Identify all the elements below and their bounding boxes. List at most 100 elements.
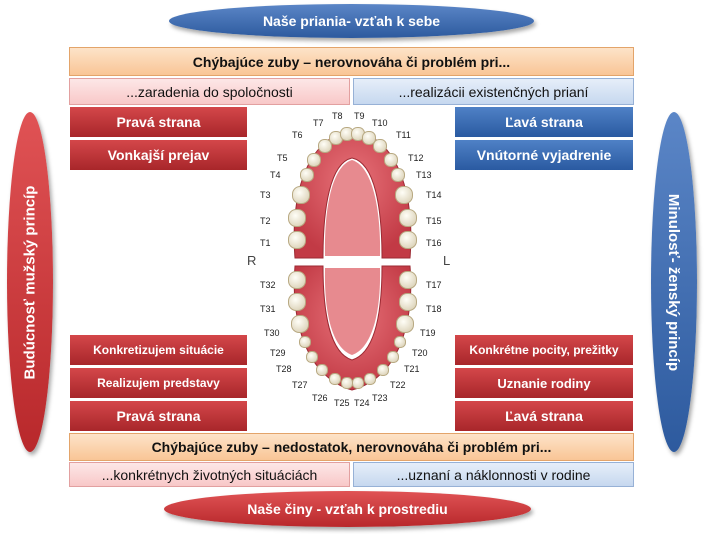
tooth-label-t19: T19 [420,328,436,338]
lower-left-box-3-label: Pravá strana [116,408,201,424]
lower-right-box-1: Konkrétne pocity, prežitky [454,334,634,366]
tooth-t2 [288,209,306,227]
bottom-left-subbar-label: ...konkrétnych životných situáciách [101,466,318,483]
tooth-label-t12: T12 [408,153,424,163]
tooth-t5 [307,153,321,167]
tooth-label-t4: T4 [270,170,281,180]
tooth-label-t28: T28 [276,364,292,374]
tooth-label-t31: T31 [260,304,276,314]
tooth-t30 [291,315,309,333]
top-oval: Naše priania- vzťah k sebe [169,4,534,38]
bottom-oval-label: Naše činy - vzťah k prostrediu [247,501,448,517]
side-label-right-of-patient: R [247,253,257,268]
lower-right-box-3: Ľavá strana [454,400,634,432]
top-bar-label: Chýbajúce zuby – nerovnováha či problém … [192,53,511,70]
upper-palate [324,160,381,256]
tooth-label-t17: T17 [426,280,442,290]
right-oval-label: Minulosť- ženský princíp [665,193,683,371]
lower-left-box-2: Realizujem predstavy [69,367,248,399]
bottom-bar: Chýbajúce zuby – nedostatok, nerovnováha… [69,433,634,461]
right-oval: Minulosť- ženský princíp [651,112,697,452]
tooth-label-t3: T3 [260,190,271,200]
tooth-t22 [377,364,389,376]
tooth-label-t6: T6 [292,130,303,140]
tooth-t14 [395,186,413,204]
tooth-t29 [299,336,311,348]
tooth-label-t18: T18 [426,304,442,314]
tooth-t12 [384,153,398,167]
tooth-label-t29: T29 [270,348,286,358]
tooth-label-t27: T27 [292,380,308,390]
tooth-t10 [362,131,376,145]
tooth-t24 [352,377,364,389]
tooth-label-t30: T30 [264,328,280,338]
lower-right-box-1-label: Konkrétne pocity, prežitky [469,343,619,357]
tooth-t13 [391,168,405,182]
left-oval: Budúcnosť mužský princíp [7,112,53,452]
tooth-t16 [399,231,417,249]
top-right-subbar-label: ...realizácii existenčných prianí [398,83,589,100]
lower-left-box-2-label: Realizujem predstavy [97,376,220,390]
tooth-label-t32: T32 [260,280,276,290]
upper-left-box-1-label: Pravá strana [116,114,201,130]
left-oval-label: Budúcnosť mužský princíp [21,185,39,379]
tooth-label-t22: T22 [390,380,406,390]
tooth-t3 [292,186,310,204]
tooth-t4 [300,168,314,182]
side-label-left-of-patient: L [443,253,451,268]
tooth-t20 [394,336,406,348]
tooth-label-t16: T16 [426,238,442,248]
tooth-label-t25: T25 [334,398,350,408]
top-right-subbar: ...realizácii existenčných prianí [353,78,634,105]
dental-arches [293,129,412,391]
tooth-label-t15: T15 [426,216,442,226]
lower-left-box-3: Pravá strana [69,400,248,432]
tooth-t11 [373,139,387,153]
tooth-label-t23: T23 [372,393,388,403]
tooth-label-t14: T14 [426,190,442,200]
bottom-right-subbar-label: ...uznaní a náklonnosti v rodine [396,466,591,483]
top-left-subbar: ...zaradenia do spoločnosti [69,78,350,105]
lower-right-box-3-label: Ľavá strana [505,408,583,424]
tooth-t31 [288,293,306,311]
tooth-label-t26: T26 [312,393,328,403]
tooth-t21 [387,351,399,363]
tooth-t23 [364,373,376,385]
upper-left-box-2: Vonkajší prejav [69,139,248,171]
bottom-oval: Naše činy - vzťah k prostrediu [164,491,531,527]
tooth-t1 [288,231,306,249]
tooth-t15 [399,209,417,227]
tooth-label-t21: T21 [404,364,420,374]
upper-right-box-1: Ľavá strana [454,106,634,138]
upper-left-box-1: Pravá strana [69,106,248,138]
tooth-t25 [341,377,353,389]
bottom-right-subbar: ...uznaní a náklonnosti v rodine [353,462,634,487]
bottom-bar-label: Chýbajúce zuby – nedostatok, nerovnováha… [151,439,552,455]
tooth-label-t5: T5 [277,153,288,163]
lower-right-box-2: Uznanie rodiny [454,367,634,399]
tooth-t18 [399,293,417,311]
lower-left-box-1-label: Konkretizujem situácie [93,343,224,357]
tooth-label-t24: T24 [354,398,370,408]
tooth-label-t7: T7 [313,118,324,128]
tooth-label-t20: T20 [412,348,428,358]
upper-right-box-2-label: Vnútorné vyjadrenie [476,147,612,163]
tooth-t28 [306,351,318,363]
tooth-label-t11: T11 [396,130,411,140]
lower-right-box-2-label: Uznanie rodiny [497,375,591,391]
lower-left-box-1: Konkretizujem situácie [69,334,248,366]
upper-right-box-2: Vnútorné vyjadrenie [454,139,634,171]
top-left-subbar-label: ...zaradenia do spoločnosti [126,83,293,100]
upper-right-box-1-label: Ľavá strana [505,114,583,130]
bottom-left-subbar: ...konkrétnych životných situáciách [69,462,350,487]
tooth-label-t13: T13 [416,170,432,180]
tooth-label-t10: T10 [372,118,388,128]
lower-tongue-area [324,268,381,355]
tooth-t17 [399,271,417,289]
tooth-t6 [318,139,332,153]
top-bar: Chýbajúce zuby – nerovnováha či problém … [69,47,634,76]
tooth-t32 [288,271,306,289]
tooth-t19 [396,315,414,333]
tooth-label-t8: T8 [332,111,343,121]
